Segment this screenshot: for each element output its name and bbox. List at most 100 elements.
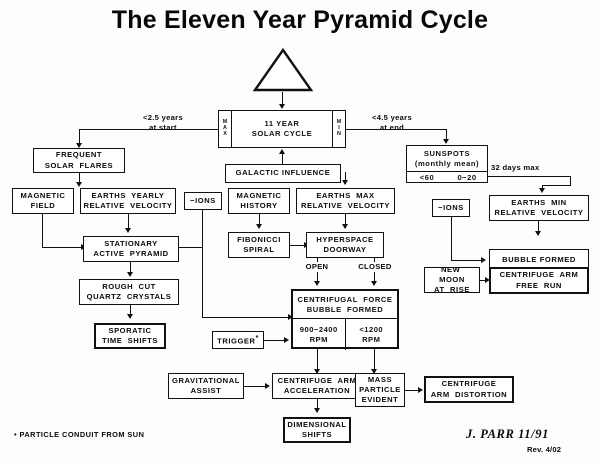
connector-ions-right-down [451, 217, 453, 261]
arrow-mass-to-distortion [418, 387, 423, 393]
arrow-max-to-doorway [342, 224, 348, 229]
galactic-influence-label: GALACTIC INFLUENCE [235, 168, 331, 178]
connector-left-down [79, 129, 81, 146]
annotation-doorway-closed: CLOSED [358, 262, 392, 271]
arrow-to-earths-max [342, 180, 348, 185]
ions-left-label: −IONS [190, 195, 216, 205]
arrow-trigger-to-centrifugal [284, 337, 289, 343]
connector-ions-to-centrifugal [202, 317, 291, 319]
connector-accel-to-dimensional [317, 399, 319, 412]
connector-open-down [317, 272, 319, 284]
sunspots-cell-right: 0−20 [447, 172, 487, 183]
arrow-daysmax-to-earths-min [539, 188, 545, 193]
connector-daysmax-down [570, 176, 572, 186]
arrow-to-solar-flares [76, 143, 82, 148]
annotation-doorway-open: OPEN [305, 262, 329, 271]
node-trigger: TRIGGER* [212, 331, 264, 349]
centrifugal-cell-right: <1200 RPM [344, 319, 398, 351]
connector-ions-left-down [202, 210, 204, 318]
connector-solar-to-left [79, 129, 219, 131]
left-branch-line1: <2.5 years [143, 113, 183, 122]
connector-centrifugal-to-mass [374, 349, 376, 373]
sunspots-left-value: <60 [419, 172, 435, 182]
signature: J. PARR 11/91 [466, 427, 549, 441]
page-title: The Eleven Year Pyramid Cycle [111, 6, 489, 34]
node-galactic-influence: GALACTIC INFLUENCE [225, 164, 341, 183]
left-branch-line2: at start [149, 122, 177, 132]
connector-ions-to-pyramid [178, 247, 203, 249]
arrow-centrifugal-to-mass [371, 369, 377, 374]
connector-sunspots-right [488, 176, 571, 178]
connector-mass-to-distortion [405, 390, 421, 392]
arrow-centrifugal-to-accel [314, 369, 320, 374]
footnote-particle-conduit: • PARTICLE CONDUIT FROM SUN [14, 430, 145, 439]
node-ions-left: −IONS [184, 192, 222, 210]
connector-trigger-to-centrifugal [264, 340, 287, 342]
connector-to-earths-max [345, 172, 347, 182]
connector-gravity-to-accel [244, 386, 268, 388]
connector-spiral-to-doorway [290, 245, 307, 247]
arrow-history-to-spiral [256, 224, 262, 229]
annotation-left-branch: <2.5 years at start [122, 113, 204, 133]
arrow-pyramid-to-quartz [127, 272, 133, 277]
connector-ions-right-to-bubble [451, 260, 484, 262]
pyramid-triangle-icon [252, 47, 314, 92]
arrow-accel-to-dimensional [314, 408, 320, 413]
connector-closed-stub [374, 258, 376, 262]
connector-centrifugal-to-accel [317, 349, 319, 373]
right-branch-line2: at end [379, 122, 405, 132]
arrow-ions-right-to-bubble [481, 257, 486, 263]
centrifugal-cell-left: 900−2400 RPM [293, 319, 345, 350]
sunspots-cell-left: <60 [407, 172, 447, 183]
max-letter-a: A [223, 125, 227, 132]
centrifugal-right-rpm: <1200 [359, 324, 384, 334]
min-letter-m: M [336, 119, 342, 126]
connector-pyramid-to-quartz [130, 262, 132, 274]
sunspots-right-value: 0−20 [457, 172, 477, 182]
connector-history-to-spiral [259, 214, 261, 228]
revision-label: Rev. 4/02 [527, 445, 562, 454]
connector-yearly-to-pyramid [128, 214, 130, 230]
arrow-min-to-bubble [535, 231, 541, 236]
connector-pyramid-to-solar [282, 92, 284, 107]
max-letter-m: M [222, 119, 228, 126]
connector-solar-to-right [345, 129, 447, 131]
ions-right-label: −IONS [438, 202, 464, 212]
max-letter-x: X [223, 130, 227, 137]
node-ions-right: −IONS [432, 199, 470, 217]
connector-newmoon-to-freerun [480, 280, 488, 282]
centrifugal-header-line2: BUBBLE FORMED [306, 304, 384, 314]
connector-flares-to-velocity [79, 173, 81, 184]
sunspots-line1: SUNSPOTS [423, 148, 471, 158]
solar-cycle-line2: SOLAR CYCLE [251, 129, 313, 138]
node-solar-cycle: M A X M I N 11 YEAR SOLAR CYCLE [218, 110, 346, 148]
arrow-ions-to-centrifugal [288, 314, 293, 320]
node-centrifugal-force-bubble: CENTRIFUGAL FORCE BUBBLE FORMED 900−2400… [291, 289, 399, 351]
arrow-open-to-centrifugal [314, 281, 320, 286]
centrifugal-header-line1: CENTRIFUGAL FORCE [297, 294, 393, 304]
